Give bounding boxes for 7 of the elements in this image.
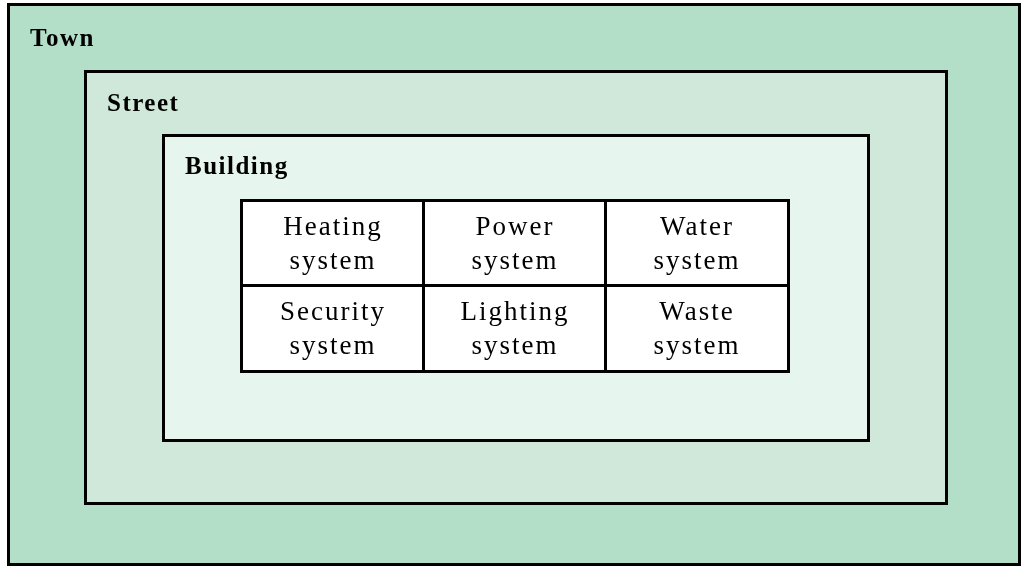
system-cell: Waste system bbox=[604, 284, 790, 373]
group-title: Street bbox=[107, 89, 180, 117]
town-area bbox=[7, 3, 1021, 566]
building-area bbox=[162, 134, 870, 442]
group-title: Town bbox=[30, 24, 95, 52]
street-area bbox=[84, 70, 948, 505]
group-title: Building bbox=[185, 152, 289, 180]
